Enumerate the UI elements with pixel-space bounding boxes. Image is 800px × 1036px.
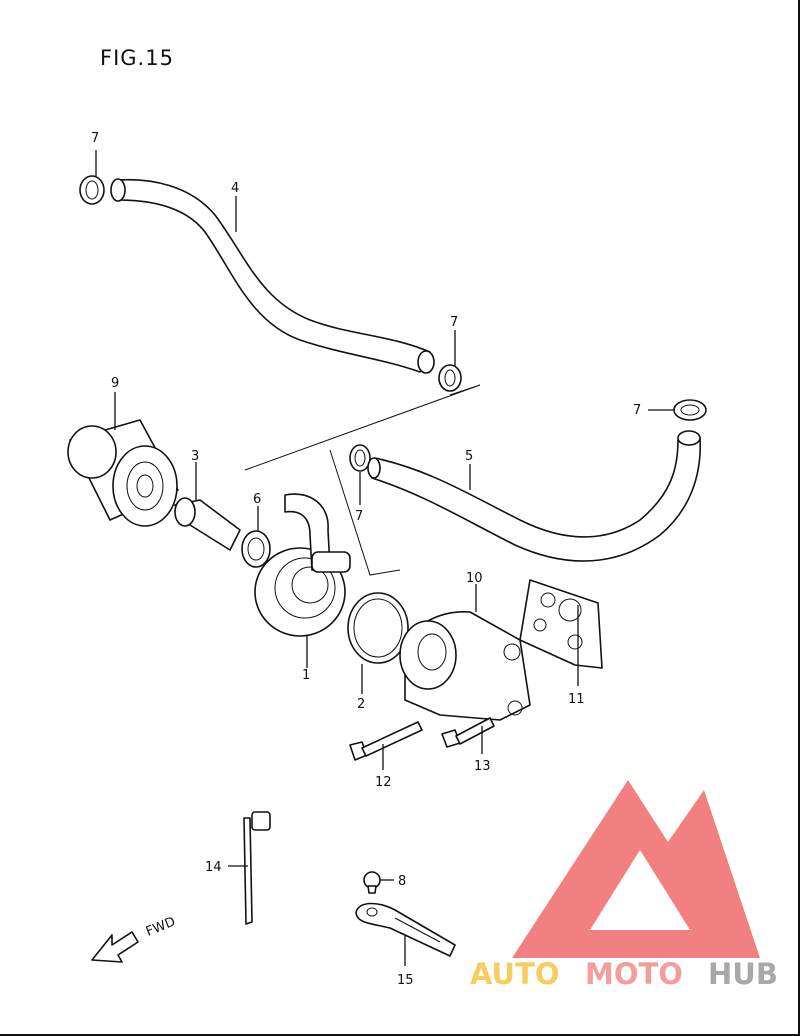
watermark-logo: AUTO MOTO HUB [470, 780, 778, 991]
leader-lines [95, 150, 674, 966]
oil-filter-9[interactable] [67, 419, 179, 527]
label-11: 11 [568, 692, 585, 707]
gasket-11[interactable] [519, 579, 603, 669]
clamp-7-mid[interactable] [438, 364, 462, 392]
label-7-top-left: 7 [91, 131, 99, 146]
oil-cooler-1[interactable] [254, 493, 351, 637]
clamp-7-right[interactable] [673, 399, 707, 421]
label-14: 14 [205, 860, 222, 875]
fwd-label: FWD [144, 914, 178, 939]
label-7-mid: 7 [450, 315, 458, 330]
screw-8[interactable] [363, 871, 381, 894]
bolt-13[interactable] [349, 721, 423, 761]
label-15: 15 [397, 973, 414, 988]
union-bolt-3[interactable] [174, 497, 241, 551]
label-7-lower: 7 [355, 509, 363, 524]
fwd-direction-arrow: FWD [91, 914, 178, 963]
o-ring-2[interactable] [347, 592, 409, 664]
label-1: 1 [302, 668, 310, 683]
watermark-hub: HUB [708, 957, 778, 991]
hose-5[interactable] [367, 430, 701, 562]
label-7-right: 7 [633, 403, 641, 418]
label-5: 5 [465, 449, 473, 464]
label-4: 4 [231, 181, 239, 196]
watermark-auto: AUTO [470, 957, 560, 991]
label-6: 6 [253, 492, 261, 507]
label-13: 12 [375, 775, 392, 790]
label-2: 2 [357, 697, 365, 712]
logo-triangle-icon [512, 780, 760, 958]
label-3: 3 [191, 449, 199, 464]
label-9: 9 [111, 376, 119, 391]
label-12: 13 [474, 759, 491, 774]
cable-tie-14[interactable] [243, 811, 271, 925]
watermark-moto: MOTO [585, 957, 683, 991]
clamp-7-top-left[interactable] [79, 175, 105, 205]
bolt-12[interactable] [441, 717, 495, 748]
label-10: 10 [466, 571, 483, 586]
figure-title: FIG.15 [100, 46, 174, 70]
housing-10[interactable] [399, 611, 531, 721]
hose-4[interactable] [110, 178, 435, 374]
bracket-15[interactable] [355, 902, 456, 957]
clamp-7-lower[interactable] [349, 444, 371, 472]
label-8: 8 [398, 874, 406, 889]
washer-6[interactable] [241, 530, 271, 568]
